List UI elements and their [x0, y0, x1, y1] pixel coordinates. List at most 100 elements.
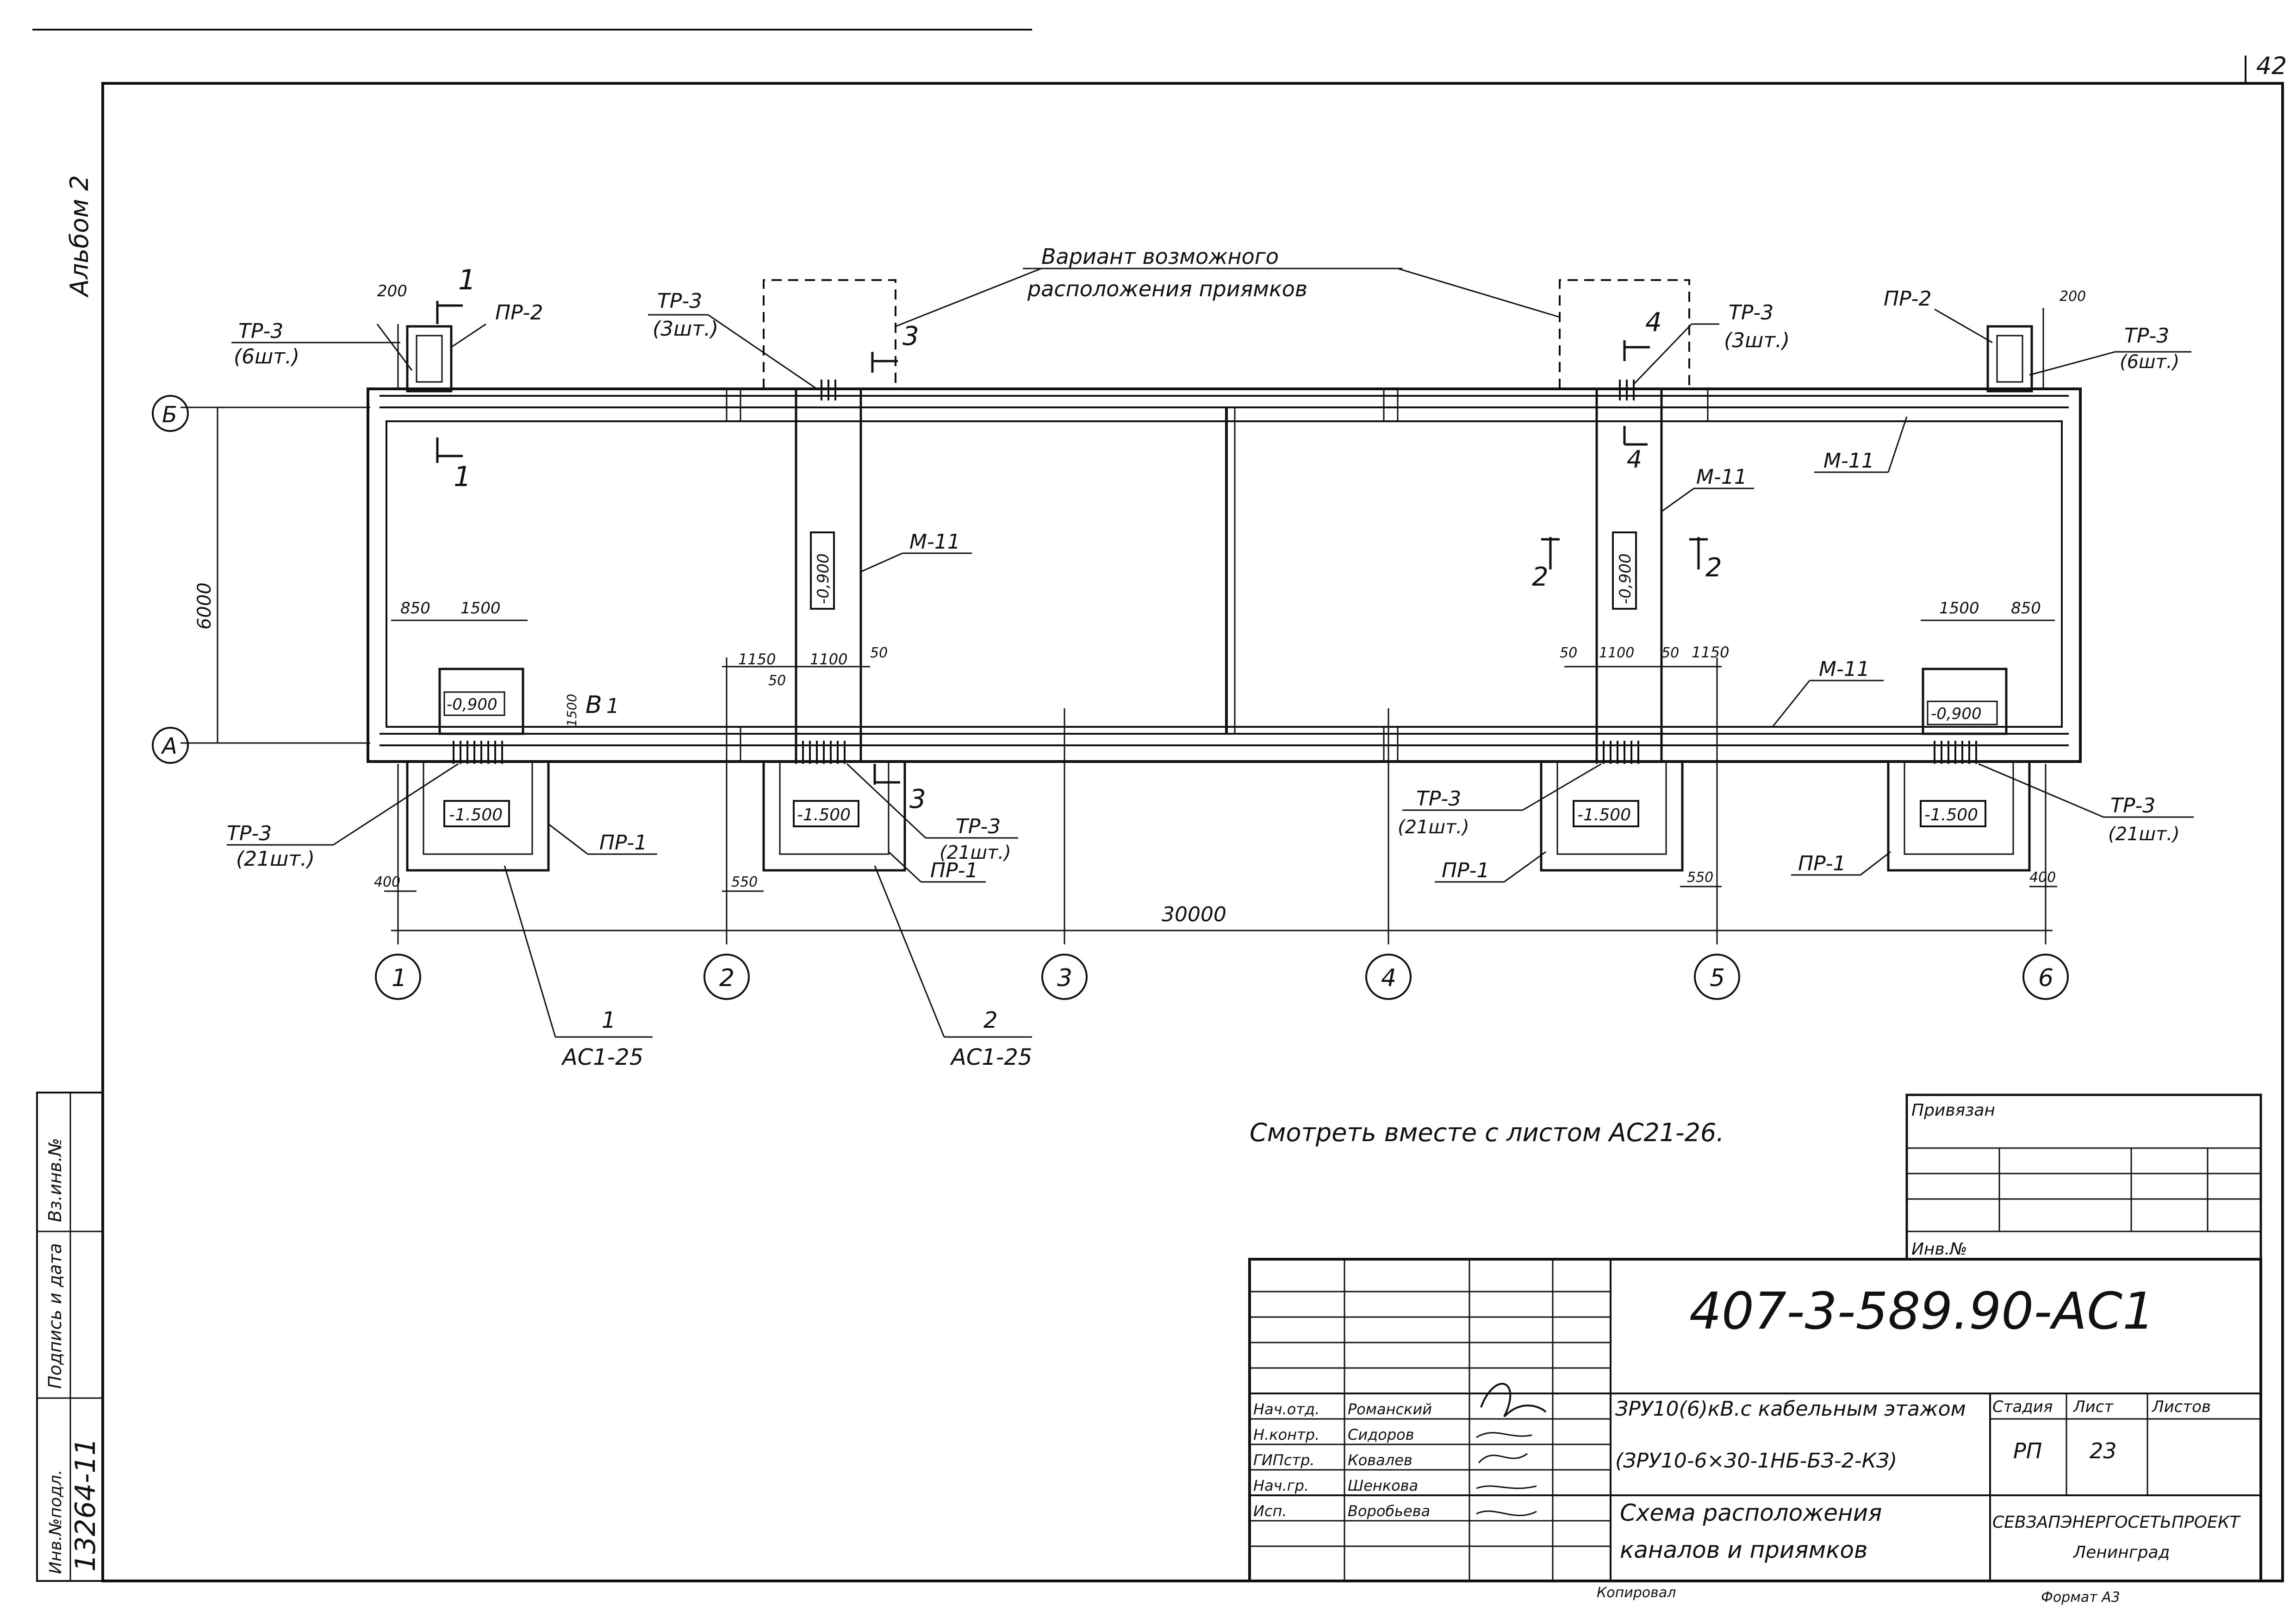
staff-role-5: Исп.: [1253, 1502, 1287, 1520]
staff-role-2: Н.контр.: [1253, 1426, 1319, 1443]
sheet-value: 23: [2090, 1438, 2117, 1463]
label-tr3-top-far-right: ТР-3: [2124, 324, 2169, 348]
label-tr3-bottom-1: ТР-3: [227, 822, 272, 845]
outer-wall: [367, 387, 2082, 763]
pit-elevation: -1.500: [1924, 806, 1978, 824]
doc-code: 407-3-589.90-АС1: [1689, 1281, 2155, 1341]
dim-1500-vertical: 1500: [564, 694, 579, 727]
label-m11-2: М-11: [1696, 465, 1747, 489]
dim-1100-right: 1100: [1599, 645, 1634, 661]
dim-550-right: 550: [1687, 869, 1713, 886]
building-plan: [367, 380, 2082, 764]
signature-scribble: [1478, 1453, 1528, 1463]
inv-orig-label: Инв.№подл.: [46, 1470, 65, 1574]
axis-bubble-5: [1694, 954, 1740, 1000]
dim-200-left: 200: [377, 282, 407, 300]
drawing-title-1: Схема расположения: [1620, 1499, 1882, 1526]
pit-pr1-1: -1.500: [406, 760, 550, 872]
pit-pr1-4: -1.500: [1887, 760, 2031, 872]
label-pr1-bottom-3: ПР-1: [1442, 859, 1490, 882]
title-block: Привязан Инв.№ 407-3-589.90-АС1 ЗРУ10(6)…: [1248, 1093, 2262, 1605]
axis-bubble-4: [1365, 954, 1412, 1000]
sheets-header: Листов: [2151, 1398, 2211, 1416]
axis-label-4: 4: [1381, 964, 1396, 992]
dim-span-height: 6000: [194, 582, 215, 630]
label-qty21-bottom-4: (21шт.): [2108, 824, 2180, 845]
staff-name-4: Шенкова: [1348, 1477, 1418, 1494]
axis-bubble-1: [375, 954, 421, 1000]
staff-name-5: Воробьева: [1348, 1502, 1430, 1520]
label-pr1-bottom-4: ПР-1: [1798, 852, 1846, 875]
axis-bubble-3: [1041, 954, 1088, 1000]
inv-label: Инв.№: [1911, 1240, 1967, 1259]
axis-bubble-2: [703, 954, 750, 1000]
staff-role-3: ГИПстр.: [1253, 1451, 1315, 1469]
org-city: Ленинград: [2072, 1543, 2170, 1562]
section-3-bottom: 3: [909, 784, 926, 814]
variant-pit-left: [763, 279, 896, 389]
axis-label-6: 6: [2038, 964, 2053, 992]
channel-elevation-right: -0,900: [1616, 553, 1635, 604]
section-2-left: 2: [1532, 562, 1549, 592]
dim-850-left: 850: [400, 599, 430, 618]
pit-elevation: -1.500: [1577, 806, 1631, 824]
label-m11-1: М-11: [909, 530, 960, 554]
axis-label-1: 1: [392, 964, 407, 992]
desc-line-2: (ЗРУ10-6×30-1НБ-БЗ-2-КЗ): [1615, 1449, 1897, 1473]
axis-bubble-b: [152, 395, 189, 432]
drawing-frame: [101, 82, 2284, 1582]
dim-50-left-a: 50: [768, 673, 786, 689]
niche-elevation-left: -0,900: [447, 695, 498, 714]
pit-elevation: -1.500: [449, 806, 503, 824]
label-pr1-bottom-2: ПР-1: [930, 859, 978, 882]
stage-value: РП: [2013, 1438, 2042, 1463]
niche-pr2-left: [397, 324, 453, 393]
stage-header: Стадия: [1992, 1398, 2053, 1416]
dim-200-right: 200: [2060, 288, 2086, 305]
label-m11-4: М-11: [1819, 657, 1870, 681]
label-qty21-bottom-2: (21шт.): [940, 842, 1011, 863]
album-label: Альбом 2: [65, 175, 94, 298]
ref-sheet-1-num: 1: [602, 1007, 616, 1033]
dim-1500-right: 1500: [1939, 599, 1979, 618]
variant-note-1: Вариант возможного: [1041, 244, 1279, 269]
label-pr2-right: ПР-2: [1884, 287, 1932, 311]
sheet-header: Лист: [2072, 1398, 2114, 1416]
staff-name-3: Ковалев: [1348, 1451, 1412, 1469]
label-tr3-top-left: ТР-3: [238, 319, 283, 343]
pit-elevation: -1.500: [797, 806, 851, 824]
org-name: СЕВЗАПЭНЕРГОСЕТЬПРОЕКТ: [1992, 1513, 2241, 1532]
staff-role-1: Нач.отд.: [1253, 1400, 1319, 1418]
sign-date-label: Подпись и дата: [45, 1243, 65, 1389]
inv-vz-label: Вз.инв.№: [45, 1138, 65, 1222]
pit-pr1-2: -1.500: [762, 760, 906, 872]
label-qty6-top-far-right: (6шт.): [2120, 351, 2179, 373]
signature-scribble: [1476, 1510, 1537, 1516]
dim-1150-right: 1150: [1692, 643, 1729, 661]
ref-sheet-1: АС1-25: [561, 1044, 643, 1070]
dim-50-left-b: 50: [870, 645, 888, 661]
label-qty3-top-mid: (3шт.): [653, 317, 718, 341]
label-qty3-top-right: (3шт.): [1724, 329, 1790, 352]
signature-scribble: [1480, 1383, 1547, 1418]
section-b: В: [585, 691, 602, 719]
section-1-bottom: 1: [454, 461, 471, 493]
niche-pr2-right: [1986, 308, 2044, 393]
ref-sheet-2-num: 2: [983, 1007, 998, 1033]
label-tr3-bottom-2: ТР-3: [956, 815, 1001, 838]
inv-number: 13264-11: [69, 1438, 102, 1572]
section-3-top: 3: [902, 321, 919, 351]
bound-label: Привязан: [1911, 1101, 1995, 1120]
dim-1500-left: 1500: [460, 599, 501, 618]
section-2-right: 2: [1705, 553, 1722, 583]
staff-role-4: Нач.гр.: [1253, 1477, 1309, 1494]
signature-scribble: [1476, 1432, 1532, 1438]
label-pr1-bottom-1: ПР-1: [599, 831, 647, 855]
signature-scribble: [1476, 1485, 1537, 1489]
label-tr3-top-right: ТР-3: [1729, 301, 1773, 325]
label-tr3-bottom-4: ТР-3: [2110, 794, 2155, 818]
label-pr2-left: ПР-2: [495, 301, 543, 325]
dim-550-left: 550: [731, 874, 758, 890]
dim-50-right-a: 50: [1560, 645, 1577, 661]
